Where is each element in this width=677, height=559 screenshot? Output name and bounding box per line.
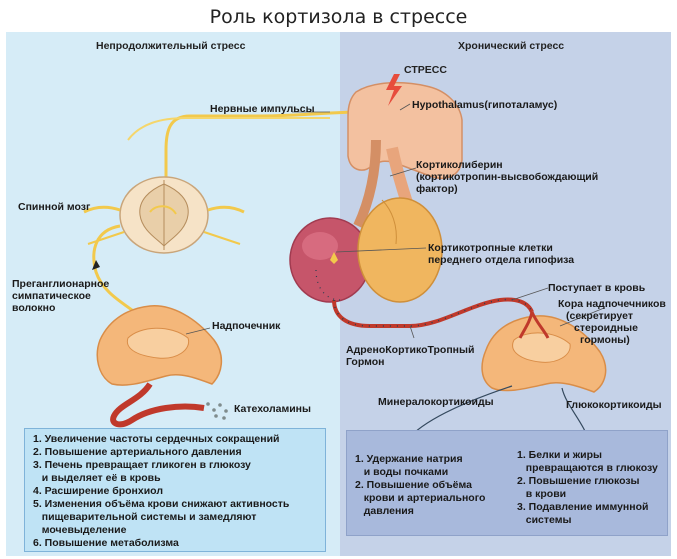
effect-item: и выделяет её в кровь bbox=[33, 472, 161, 484]
adrenal-gland-label: Надпочечник bbox=[212, 320, 281, 332]
effect-item: 2. Повышение объёма bbox=[355, 479, 472, 491]
short-term-stress-heading: Непродолжительный стресс bbox=[96, 40, 246, 52]
effect-item: 1. Увеличение частоты сердечных сокращен… bbox=[33, 433, 280, 445]
preganglionic-label-line-1: Преганглионарное bbox=[12, 278, 110, 290]
adrenal-gland-left bbox=[96, 305, 223, 386]
preganglionic-fiber bbox=[92, 224, 133, 312]
effect-item: превращаются в глюкозу bbox=[517, 462, 658, 474]
crh-label-line-1: Кортиколиберин bbox=[416, 159, 503, 171]
effect-item: давления bbox=[355, 505, 414, 517]
glucocorticoids-label: Глюкокортикоиды bbox=[566, 399, 662, 411]
short-term-effects-box: 1. Увеличение частоты сердечных сокращен… bbox=[24, 428, 326, 552]
mineralocorticoid-effects-list: 1. Удержание натрия и воды почками 2. По… bbox=[355, 453, 485, 518]
acth-blood-vessel bbox=[332, 297, 534, 328]
corticotroph-label-line-1: Кортикотропные клетки bbox=[428, 242, 553, 254]
adrenal-cortex-label-line-2: (секретирует bbox=[566, 310, 633, 322]
catecholamines-label: Катехоламины bbox=[234, 403, 311, 415]
preganglionic-label-line-3: волокно bbox=[12, 302, 56, 314]
effect-item: системы bbox=[517, 514, 572, 526]
adrenal-gland-right bbox=[481, 311, 607, 393]
short-term-effects-list: 1. Увеличение частоты сердечных сокращен… bbox=[33, 433, 289, 550]
effect-item: 2. Повышение глюкозы bbox=[517, 475, 640, 487]
nerve-impulses-label: Нервные импульсы bbox=[210, 103, 315, 115]
diagram-title: Роль кортизола в стрессе bbox=[209, 6, 468, 28]
effect-item: и воды почками bbox=[355, 466, 449, 478]
effect-item: 3. Печень превращает гликоген в глюкозу bbox=[33, 459, 251, 471]
glucocorticoid-effects-list: 1. Белки и жиры превращаются в глюкозу 2… bbox=[517, 449, 658, 527]
mineralocorticoids-label: Минералокортикоиды bbox=[378, 396, 494, 408]
spinal-cord-label: Спинной мозг bbox=[18, 201, 91, 213]
nerve-impulse-fiber bbox=[164, 110, 361, 200]
crh-label-line-2: (кортикотропин-высвобождающий bbox=[416, 171, 599, 183]
effect-item: 5. Изменения объёма крови снижают активн… bbox=[33, 498, 290, 510]
hypothalamus-label: Hypothalamus(гипоталамус) bbox=[412, 99, 558, 111]
acth-label-line-2: Гормон bbox=[346, 356, 385, 368]
chronic-effects-box: 1. Удержание натрия и воды почками 2. По… bbox=[346, 430, 668, 536]
catecholamine-vessel bbox=[110, 382, 205, 428]
into-blood-label: Поступает в кровь bbox=[548, 282, 646, 294]
stress-lightning-icon bbox=[386, 74, 402, 106]
crh-label-line-3: фактор) bbox=[416, 183, 458, 195]
effect-item: 6. Повышение метаболизма bbox=[33, 537, 179, 549]
adrenal-cortex-label-line-4: гормоны) bbox=[580, 334, 630, 346]
effect-item: 1. Белки и жиры bbox=[517, 449, 603, 461]
effect-item: 3. Подавление иммунной bbox=[517, 501, 649, 513]
effect-item: пищеварительной системы и замедляют bbox=[33, 511, 257, 523]
preganglionic-arrow bbox=[92, 260, 100, 270]
stress-label: СТРЕСС bbox=[404, 64, 447, 76]
adrenal-cortex-label-line-3: стероидные bbox=[574, 322, 638, 334]
effect-item: 1. Удержание натрия bbox=[355, 453, 463, 465]
effect-item: в крови bbox=[517, 488, 567, 500]
effect-item: мочевыделение bbox=[33, 524, 127, 536]
spinal-cord-illustration bbox=[83, 176, 245, 254]
hypothalamus-pituitary-illustration bbox=[289, 81, 463, 303]
chronic-stress-heading: Хронический стресс bbox=[458, 40, 565, 52]
effect-item: 2. Повышение артериального давления bbox=[33, 446, 242, 458]
corticotroph-label-line-2: переднего отдела гипофиза bbox=[428, 254, 575, 266]
adrenal-cortex-label-line-1: Кора надпочечников bbox=[558, 298, 666, 310]
effect-item: крови и артериального bbox=[355, 492, 486, 504]
nerve-impulse-fiber-outer bbox=[127, 117, 330, 141]
acth-label-line-1: АдреноКортикоТропный bbox=[346, 344, 475, 356]
preganglionic-label-line-2: симпатическое bbox=[12, 290, 91, 302]
effect-item: 4. Расширение бронхиол bbox=[33, 485, 164, 497]
catecholamine-dots bbox=[206, 402, 228, 420]
